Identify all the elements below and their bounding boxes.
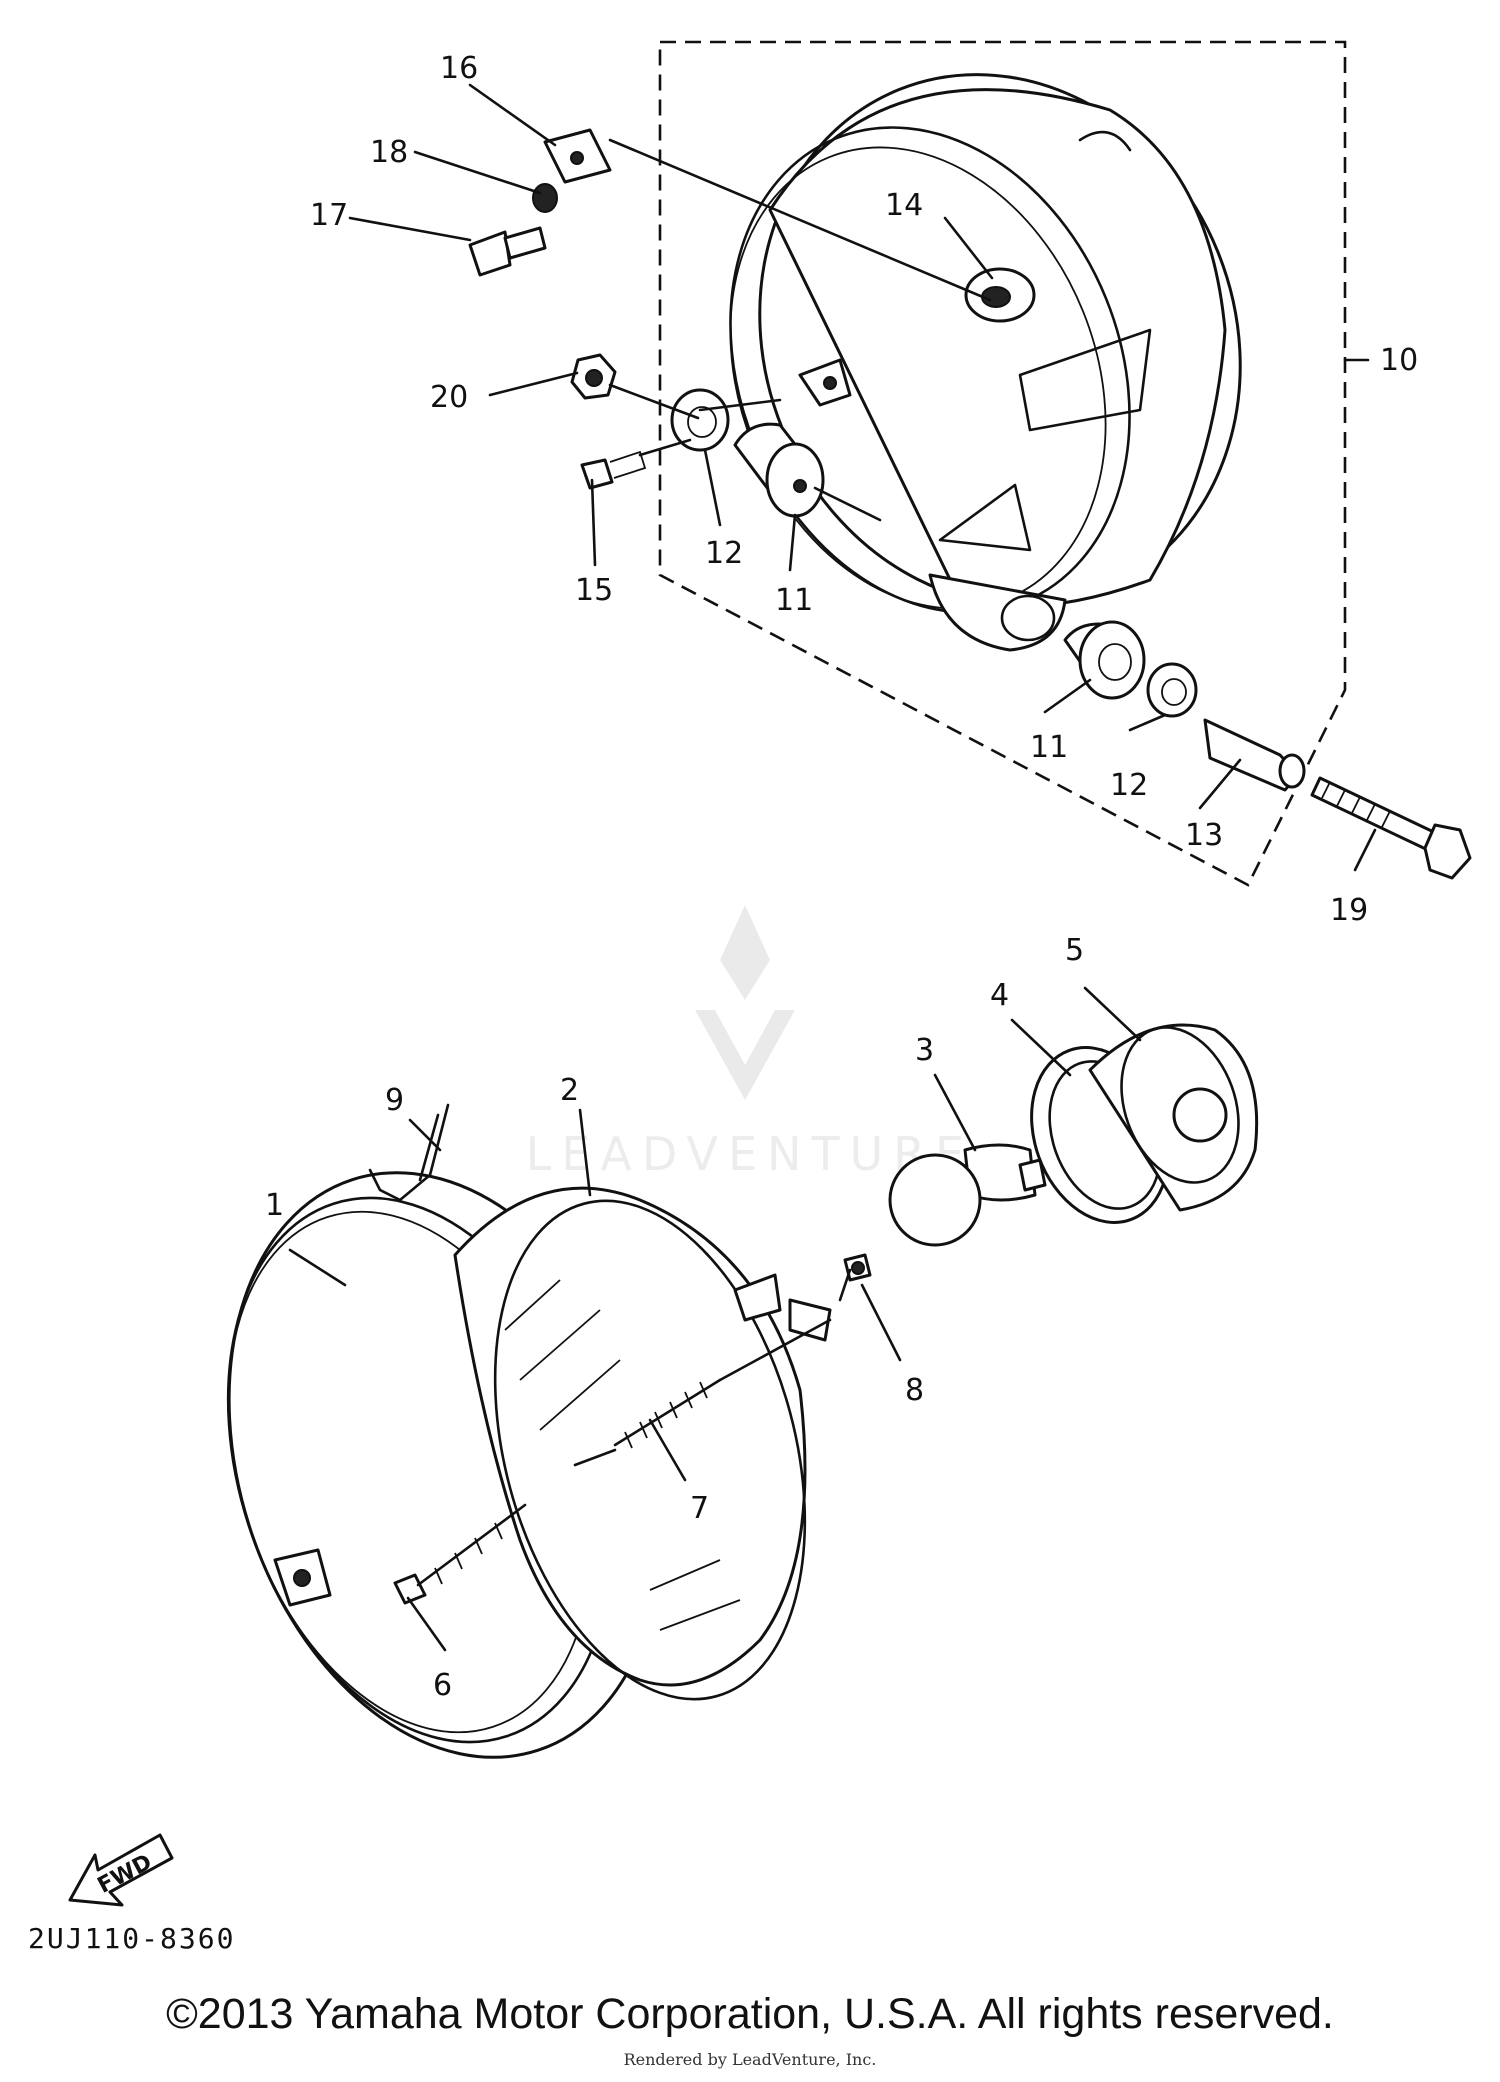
- label-20: 20: [430, 380, 468, 415]
- label-leaders: [288, 83, 1377, 1652]
- part-11-grommet-upper: [733, 422, 825, 518]
- rendered-by-text: Rendered by LeadVenture, Inc.: [623, 2050, 877, 2069]
- label-12a: 12: [705, 536, 743, 571]
- label-2: 2: [560, 1073, 579, 1108]
- part-13-collar: [1203, 718, 1306, 792]
- part-18-spring: [532, 183, 558, 213]
- part-7-spring: [613, 1378, 722, 1449]
- part-19-bolt: [1310, 776, 1472, 880]
- label-14: 14: [885, 188, 923, 223]
- label-19: 19: [1330, 893, 1368, 928]
- label-8: 8: [905, 1373, 924, 1408]
- assembly-10-boundary: [658, 40, 1347, 887]
- label-16: 16: [440, 51, 478, 86]
- part-20-nut: [570, 353, 617, 400]
- part-5-socket: [1088, 1023, 1259, 1212]
- diagram-code: 2UJ110-8360: [28, 1922, 236, 1955]
- label-10: 10: [1380, 343, 1418, 378]
- label-11b: 11: [1030, 730, 1068, 765]
- fwd-arrow-icon: FWD: [68, 1833, 174, 1907]
- part-16-plate: [543, 128, 612, 184]
- label-4: 4: [990, 978, 1009, 1013]
- leadventure-watermark: LEADVENTURE: [526, 905, 975, 1181]
- upper-leader-lines: [608, 138, 992, 522]
- part-15-screw: [580, 450, 647, 490]
- part-12-washer-lower: [1146, 662, 1198, 718]
- part-9-clip: [368, 1103, 450, 1202]
- label-5: 5: [1065, 933, 1084, 968]
- label-11a: 11: [775, 583, 813, 618]
- watermark-text: LEADVENTURE: [526, 1127, 975, 1181]
- label-15: 15: [575, 573, 613, 608]
- headlight-housing: [729, 73, 1242, 652]
- copyright-text: ©2013 Yamaha Motor Corporation, U.S.A. A…: [166, 1990, 1334, 2038]
- label-1: 1: [265, 1188, 284, 1223]
- label-18: 18: [370, 135, 408, 170]
- label-12b: 12: [1110, 768, 1148, 803]
- part-12-washer-upper: [670, 388, 730, 452]
- label-9: 9: [385, 1083, 404, 1118]
- label-17: 17: [310, 198, 348, 233]
- part-labels: 16 18 17 14 10 20 12 15 11 11 12 13 19 5…: [265, 51, 1418, 1703]
- label-3: 3: [915, 1033, 934, 1068]
- part-17-screw: [468, 226, 547, 277]
- label-13: 13: [1185, 818, 1223, 853]
- part-3-bulb: [888, 1143, 1047, 1247]
- part-14-grommet: [964, 267, 1036, 323]
- label-7: 7: [690, 1491, 709, 1526]
- part-11-grommet-lower: [1063, 620, 1146, 700]
- label-6: 6: [433, 1668, 452, 1703]
- part-6-screw: [393, 1503, 527, 1605]
- lower-leader-lines: [573, 1268, 852, 1467]
